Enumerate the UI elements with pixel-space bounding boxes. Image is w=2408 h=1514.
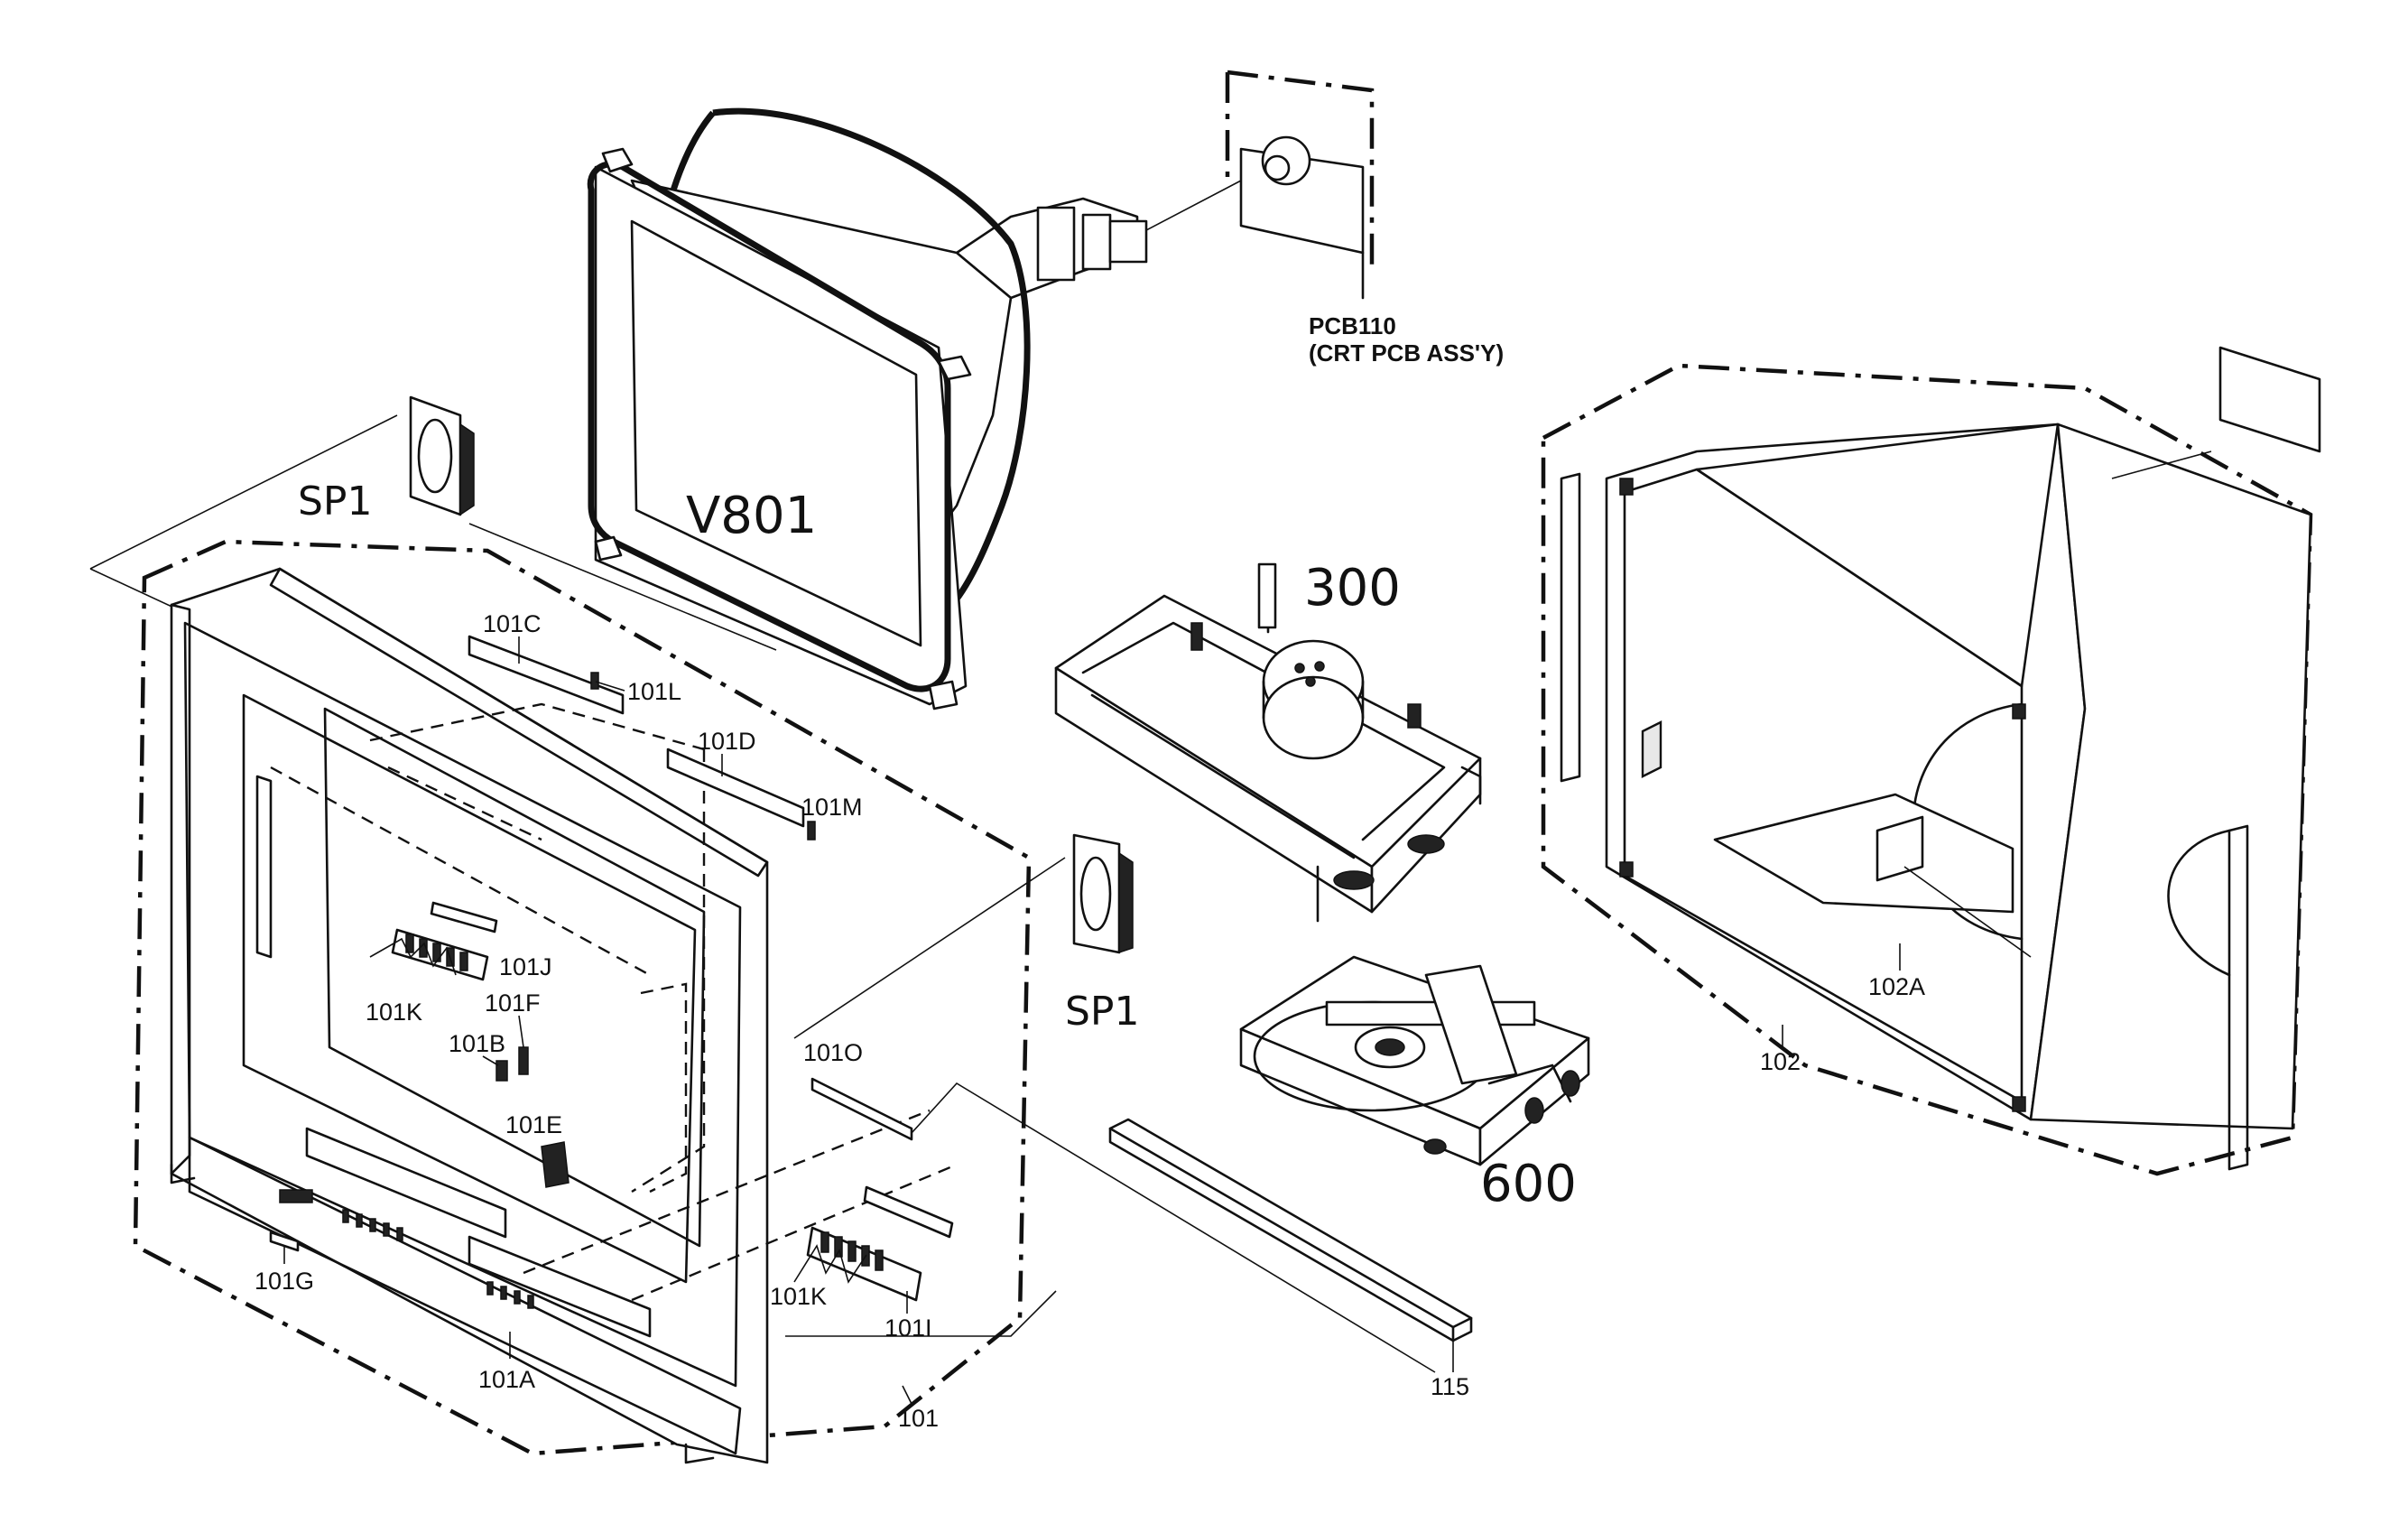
label-101o: 101O <box>803 1039 863 1066</box>
sp1-center-label: SP1 <box>1065 989 1139 1035</box>
label-101a: 101A <box>478 1366 535 1393</box>
dvd-600-label: 600 <box>1480 1155 1577 1213</box>
label-101k-upper: 101K <box>366 998 422 1026</box>
label-101: 101 <box>898 1405 939 1432</box>
label-102: 102 <box>1760 1048 1801 1075</box>
label-101c: 101C <box>483 610 542 637</box>
crt-pcb-assembly <box>1225 70 1375 300</box>
label-102a: 102A <box>1868 973 1925 1000</box>
v801-label: V801 <box>686 487 817 545</box>
pcb110-label: PCB110 <box>1309 312 1396 339</box>
crt-picture-tube: V801 <box>587 107 1242 711</box>
label-101j: 101J <box>499 953 552 980</box>
label-101f: 101F <box>485 989 541 1017</box>
crt-pcb-assy-label: (CRT PCB ASS'Y) <box>1309 339 1504 367</box>
label-101k-lower: 101K <box>770 1283 827 1310</box>
label-101d: 101D <box>698 728 756 755</box>
vcr-mechanism-300: 300 <box>1054 559 1482 923</box>
dvd-loader-600: 600 <box>1239 955 1590 1213</box>
front-av-board: 101O 101K 101I <box>770 1039 1436 1373</box>
label-115: 115 <box>1431 1373 1469 1400</box>
sp1-left-label: SP1 <box>298 478 372 525</box>
label-101l: 101L <box>627 678 681 705</box>
speaker-left: SP1 <box>89 395 777 687</box>
speaker-right: SP1 <box>793 833 1139 1039</box>
connector-101j <box>369 901 498 981</box>
label-101i: 101I <box>884 1314 932 1342</box>
pcb110-callout: PCB110 (CRT PCB ASS'Y) <box>1309 312 1504 367</box>
front-cabinet-101 <box>133 539 1032 1464</box>
label-101e: 101E <box>505 1111 562 1138</box>
vcr-mech-300-label: 300 <box>1304 559 1401 618</box>
rear-cabinet-102: 102A 102 <box>1541 346 2321 1176</box>
label-101m: 101M <box>801 794 863 821</box>
label-101g: 101G <box>255 1268 314 1295</box>
front-cabinet-labels: 101C 101L 101D 101M 101J 101K 101F 101B … <box>255 610 939 1432</box>
bottom-rail-115: 115 <box>1108 1118 1473 1400</box>
front-buttons <box>342 1209 534 1309</box>
label-101b: 101B <box>449 1030 505 1057</box>
